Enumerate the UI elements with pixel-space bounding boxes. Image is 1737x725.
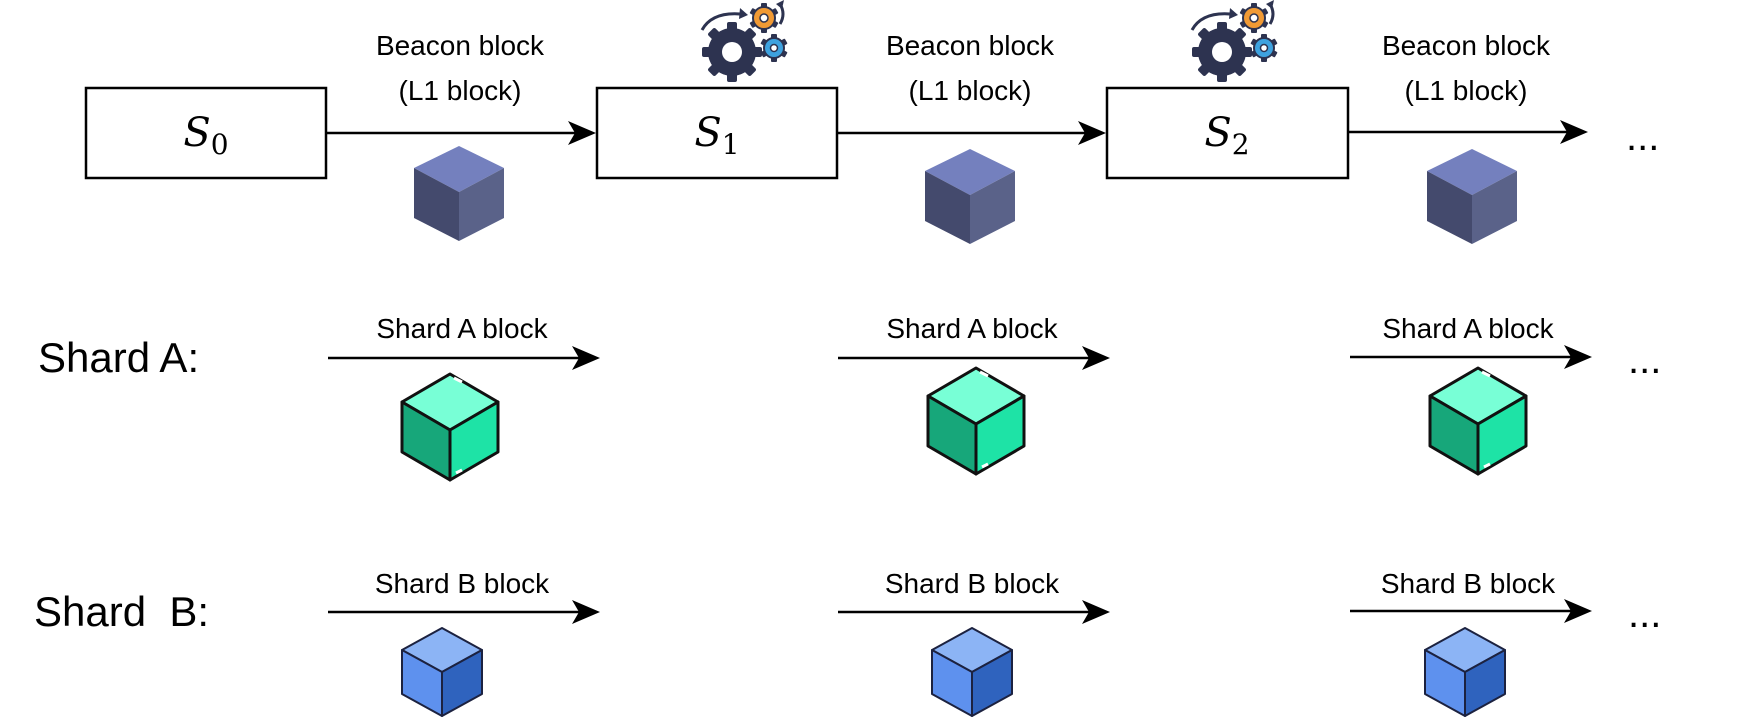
beacon-block-sublabel: (L1 block) bbox=[1405, 75, 1528, 106]
shard-a-cube-icon bbox=[926, 366, 1026, 476]
shard-b-cube-icon bbox=[401, 627, 483, 717]
shard-b-row-label: Shard B: bbox=[34, 588, 209, 635]
beacon-cube-icon bbox=[925, 149, 1015, 244]
shard-b-block-label: Shard B block bbox=[375, 568, 550, 599]
shard-a-arrow-1 bbox=[328, 346, 600, 370]
ellipsis-beacon: ... bbox=[1626, 115, 1659, 159]
state-label-s2: S2 bbox=[1204, 110, 1249, 161]
beacon-block-label: Beacon block bbox=[376, 30, 545, 61]
beacon-arrow-3 bbox=[1348, 120, 1588, 144]
state-label-s1: S1 bbox=[694, 110, 739, 161]
gears-icon bbox=[700, 0, 790, 84]
shard-b-arrow-1 bbox=[328, 600, 600, 624]
gears-icon bbox=[1190, 0, 1280, 84]
beacon-block-label: Beacon block bbox=[1382, 30, 1551, 61]
beacon-arrow-2 bbox=[837, 121, 1106, 145]
ellipsis-shard-a: ... bbox=[1628, 338, 1661, 382]
beacon-block-sublabel: (L1 block) bbox=[399, 75, 522, 106]
shard-b-arrow-3 bbox=[1350, 599, 1592, 623]
shard-b-cube-icon bbox=[1424, 627, 1506, 717]
shard-a-block-label: Shard A block bbox=[886, 313, 1058, 344]
beacon-cube-icon bbox=[1427, 149, 1517, 244]
shard-a-block-label: Shard A block bbox=[1382, 313, 1554, 344]
beacon-arrow-1 bbox=[326, 121, 596, 145]
shard-b-block-label: Shard B block bbox=[885, 568, 1060, 599]
shard-b-cube-icon bbox=[931, 627, 1013, 717]
state-label-s0: S0 bbox=[183, 110, 228, 161]
shard-a-row-label: Shard A: bbox=[38, 334, 199, 381]
shard-a-block-label: Shard A block bbox=[376, 313, 548, 344]
state-box-s2: S2 bbox=[1105, 86, 1350, 180]
shard-a-arrow-3 bbox=[1350, 345, 1592, 369]
state-box-s0: S0 bbox=[84, 86, 328, 180]
shard-b-arrow-2 bbox=[838, 600, 1110, 624]
shard-a-cube-icon bbox=[400, 372, 500, 482]
shard-a-arrow-2 bbox=[838, 346, 1110, 370]
state-box-s1: S1 bbox=[595, 86, 839, 180]
beacon-block-label: Beacon block bbox=[886, 30, 1055, 61]
beacon-block-sublabel: (L1 block) bbox=[909, 75, 1032, 106]
shard-b-block-label: Shard B block bbox=[1381, 568, 1556, 599]
shard-a-cube-icon bbox=[1428, 366, 1528, 476]
beacon-cube-icon bbox=[414, 146, 504, 241]
ellipsis-shard-b: ... bbox=[1628, 592, 1661, 636]
